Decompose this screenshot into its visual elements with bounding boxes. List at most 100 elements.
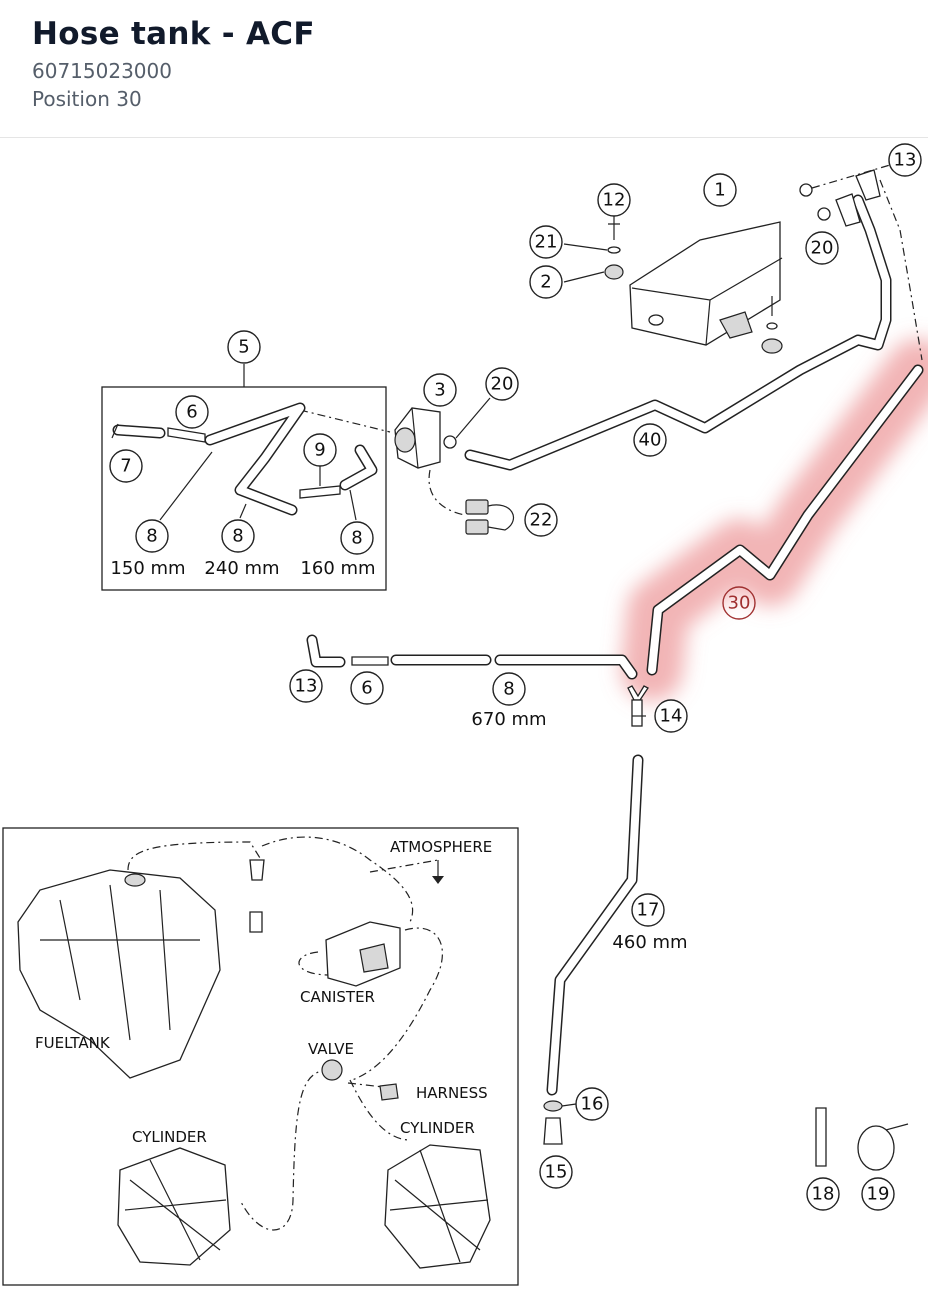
svg-text:8: 8 (146, 526, 157, 547)
callout-13-top[interactable]: 13 (888, 143, 922, 177)
schematic-routes (127, 836, 444, 1231)
callout-17[interactable]: 17 (631, 893, 665, 927)
grommet-2[interactable] (604, 264, 624, 280)
callout-8-160[interactable]: 8 (340, 521, 374, 555)
svg-text:7: 7 (120, 456, 131, 477)
svg-text:5: 5 (238, 337, 249, 358)
callout-21[interactable]: 21 (529, 225, 563, 259)
callout-5[interactable]: 5 (227, 330, 261, 364)
length-240mm: 240 mm (204, 558, 279, 579)
svg-text:21: 21 (535, 232, 558, 253)
length-670mm: 670 mm (471, 709, 546, 730)
label-valve: VALVE (308, 1040, 354, 1058)
svg-text:17: 17 (637, 900, 660, 921)
fuel-tank (17, 869, 221, 1079)
strap-18[interactable] (815, 1107, 827, 1167)
svg-text:8: 8 (351, 528, 362, 549)
cylinder-left (117, 1147, 231, 1266)
svg-text:13: 13 (894, 150, 917, 171)
page-title: Hose tank - ACF (32, 16, 315, 52)
schematic-inset (2, 827, 519, 1286)
svg-text:3: 3 (434, 380, 445, 401)
svg-text:8: 8 (503, 679, 514, 700)
kit-route (299, 409, 391, 433)
leader-8c (349, 489, 357, 521)
callout-20-top[interactable]: 20 (805, 231, 839, 265)
clamp-20-top[interactable] (799, 183, 813, 197)
svg-text:19: 19 (867, 1184, 890, 1205)
washer-21[interactable] (607, 246, 621, 254)
svg-text:8: 8 (232, 526, 243, 547)
callout-13-row[interactable]: 13 (289, 669, 323, 703)
schematic-harness (379, 1083, 399, 1101)
valve-3[interactable] (394, 407, 441, 469)
callout-8-150[interactable]: 8 (135, 519, 169, 553)
leader-lines (455, 216, 646, 1107)
harness-route (428, 469, 466, 516)
callout-15[interactable]: 15 (539, 1155, 573, 1189)
label-harness: HARNESS (416, 1084, 488, 1102)
hose-row-670[interactable] (306, 634, 638, 680)
clamp-20-valve[interactable] (443, 435, 457, 449)
callout-7[interactable]: 7 (109, 449, 143, 483)
schematic-fitting (249, 911, 263, 933)
clamp-20-mid[interactable] (817, 207, 831, 221)
clamp-16[interactable] (543, 1100, 563, 1112)
callout-3[interactable]: 3 (423, 373, 457, 407)
callout-19[interactable]: 19 (861, 1177, 895, 1211)
svg-text:12: 12 (603, 190, 626, 211)
leader-13 (811, 164, 891, 189)
svg-text:20: 20 (811, 238, 834, 259)
leader-8b (239, 503, 247, 519)
callout-18[interactable]: 18 (806, 1177, 840, 1211)
kit-hoses-5[interactable] (111, 402, 378, 516)
bolt-12[interactable] (608, 223, 620, 240)
hose-30[interactable] (646, 364, 924, 676)
callout-8-240[interactable]: 8 (221, 519, 255, 553)
callout-20-valve[interactable]: 20 (485, 367, 519, 401)
svg-text:13: 13 (295, 676, 318, 697)
elbow-13-mid[interactable] (835, 193, 861, 227)
callout-12[interactable]: 12 (597, 183, 631, 217)
harness-22[interactable] (465, 499, 515, 535)
callout-30[interactable]: 30 (722, 586, 756, 620)
svg-text:22: 22 (530, 510, 553, 531)
callout-1[interactable]: 1 (703, 173, 737, 207)
schematic-connector (249, 859, 265, 881)
exploded-parts-diagram: 1 12 21 2 13 20 5 3 20 40 6 7 9 22 8 8 8… (2, 143, 928, 1286)
position-label: Position 30 (32, 87, 142, 111)
svg-text:1: 1 (714, 180, 725, 201)
callout-9[interactable]: 9 (303, 433, 337, 467)
length-460mm: 460 mm (612, 932, 687, 953)
callout-14[interactable]: 14 (654, 699, 688, 733)
callout-16[interactable]: 16 (575, 1087, 609, 1121)
cylinder-right (384, 1144, 491, 1269)
length-150mm: 150 mm (110, 558, 185, 579)
callout-6-kit[interactable]: 6 (175, 395, 209, 429)
svg-text:30: 30 (728, 593, 751, 614)
cable-tie-19[interactable] (857, 1125, 895, 1171)
svg-text:18: 18 (812, 1184, 835, 1205)
svg-text:6: 6 (361, 678, 372, 699)
hose-40[interactable] (464, 194, 892, 471)
callout-2[interactable]: 2 (529, 265, 563, 299)
label-cylinder-right: CYLINDER (400, 1119, 475, 1137)
svg-text:16: 16 (581, 1094, 604, 1115)
label-fueltank: FUELTANK (35, 1034, 111, 1052)
svg-text:9: 9 (314, 440, 325, 461)
length-160mm: 160 mm (300, 558, 375, 579)
canister-1[interactable] (629, 221, 783, 354)
y-piece-14[interactable] (627, 685, 649, 727)
svg-text:14: 14 (660, 706, 683, 727)
callout-40[interactable]: 40 (633, 423, 667, 457)
part-number: 60715023000 (32, 59, 172, 83)
hose-17[interactable] (546, 754, 644, 1096)
callout-22[interactable]: 22 (524, 503, 558, 537)
callout-8-670[interactable]: 8 (492, 672, 526, 706)
svg-text:15: 15 (545, 1162, 568, 1183)
callout-6-row[interactable]: 6 (350, 671, 384, 705)
label-canister: CANISTER (300, 988, 375, 1006)
fitting-15[interactable] (543, 1117, 563, 1145)
cable-tie-19-tail (885, 1123, 909, 1131)
schematic-canister (325, 921, 401, 987)
